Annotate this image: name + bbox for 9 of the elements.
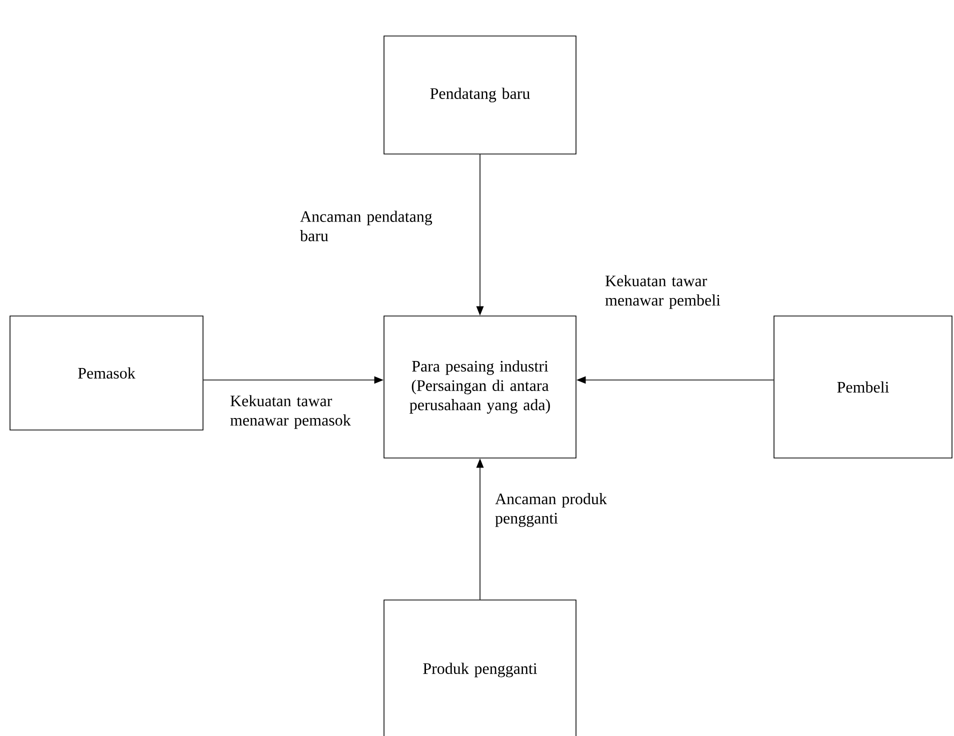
edge-label: Kekuatan tawar menawar pemasok <box>230 395 351 429</box>
box: Pemasok <box>10 316 204 430</box>
box: Para pesaing industri (Persaingan di antara perusahaan yang ada) <box>384 316 576 458</box>
edge-label: Ancaman produk pengganti <box>495 493 607 527</box>
box: Pendatang baru <box>384 36 576 154</box>
edge-label: Kekuatan tawar menawar pembeli <box>605 275 720 309</box>
box: Pembeli <box>774 316 952 458</box>
box: Produk pengganti <box>384 600 576 736</box>
edge-label: Ancaman pendatang baru <box>300 210 432 242</box>
